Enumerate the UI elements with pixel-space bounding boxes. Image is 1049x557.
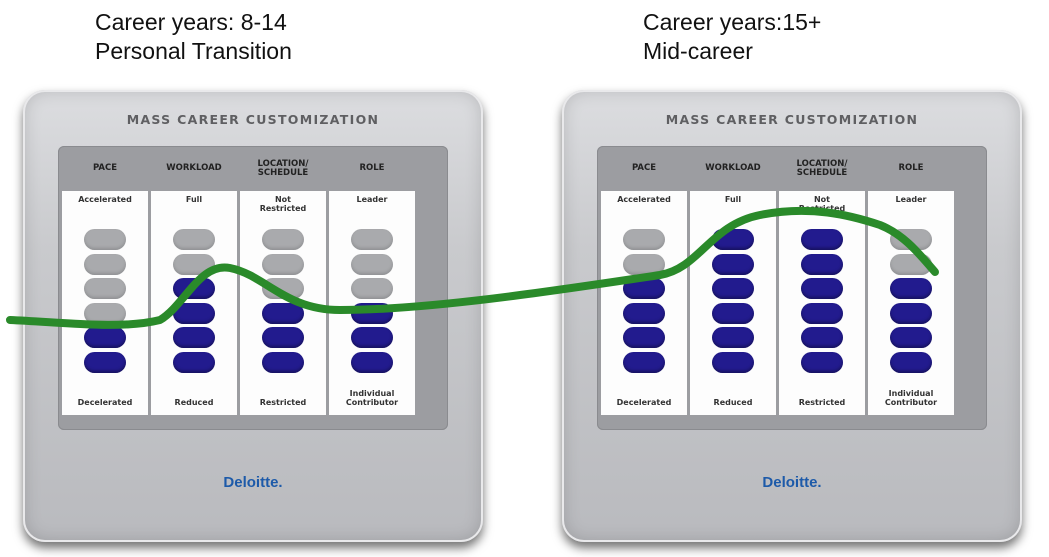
panel-title: MASS CAREER CUSTOMIZATION	[665, 112, 919, 127]
level-pill-filled	[351, 351, 393, 373]
level-pill-empty	[173, 229, 215, 250]
level-pill-empty	[890, 253, 932, 275]
column-bottom-label: Reduced	[174, 397, 214, 407]
column-header-pace: PACE	[631, 163, 657, 173]
column-bottom-label: Individual Contributor	[345, 389, 399, 407]
level-pill-empty	[262, 278, 304, 299]
column-role: Leader Individual Contributor	[329, 191, 415, 415]
level-pill-filled	[712, 327, 754, 348]
column-bottom-label: Restricted	[798, 397, 846, 407]
column-header-role: ROLE	[898, 163, 924, 173]
level-pill-empty	[84, 302, 126, 324]
panel-grid: PACE WORKLOAD LOCATION/ SCHEDULE ROLE Ac…	[58, 146, 448, 430]
column-header-location: LOCATION/ SCHEDULE	[796, 158, 848, 178]
level-pill-filled	[623, 278, 665, 299]
level-pill-filled	[84, 351, 126, 373]
column-top-label: Not Restricted	[798, 195, 846, 213]
column-bottom-label: Reduced	[713, 397, 753, 407]
column-role: Leader Individual Contributor	[868, 191, 954, 415]
level-pill-empty	[351, 253, 393, 275]
level-pill-filled	[351, 327, 393, 348]
level-pill-empty	[890, 229, 932, 250]
level-pill-filled	[890, 278, 932, 299]
level-pill-empty	[84, 278, 126, 299]
level-pill-filled	[351, 302, 393, 324]
level-pill-filled	[890, 302, 932, 324]
level-pill-filled	[801, 327, 843, 348]
column-header-pace: PACE	[92, 163, 118, 173]
level-pill-filled	[623, 351, 665, 373]
level-pill-filled	[712, 302, 754, 324]
level-pill-filled	[623, 327, 665, 348]
header-right-line1: Career years:15+	[643, 9, 822, 35]
level-pill-filled	[801, 278, 843, 299]
column-top-label: Leader	[895, 195, 927, 204]
deloitte-logo: Deloitte.	[223, 474, 283, 491]
level-pill-filled	[890, 351, 932, 373]
level-pill-filled	[173, 327, 215, 348]
level-pill-filled	[712, 351, 754, 373]
level-pill-filled	[801, 229, 843, 250]
level-pill-empty	[84, 253, 126, 275]
header-right-line2: Mid-career	[643, 38, 753, 64]
level-pill-filled	[173, 351, 215, 373]
level-pill-filled	[173, 302, 215, 324]
column-top-label: Accelerated	[78, 195, 132, 204]
level-pill-filled	[801, 253, 843, 275]
column-header-role: ROLE	[359, 163, 385, 173]
level-pill-empty	[173, 253, 215, 275]
header-left-line1: Career years: 8-14	[95, 9, 287, 35]
level-pill-filled	[712, 253, 754, 275]
career-panel-2: MASS CAREER CUSTOMIZATION PACE WORKLOAD …	[562, 90, 1022, 542]
header-left-line2: Personal Transition	[95, 38, 292, 64]
header-left: Career years: 8-14 Personal Transition	[95, 8, 292, 66]
level-pill-filled	[801, 351, 843, 373]
level-pill-filled	[262, 302, 304, 324]
column-header-location: LOCATION/ SCHEDULE	[257, 158, 309, 178]
column-top-label: Full	[185, 195, 203, 204]
column-bottom-label: Decelerated	[77, 397, 133, 407]
column-header-workload: WORKLOAD	[705, 163, 761, 173]
column-location: Not Restricted Restricted	[240, 191, 326, 415]
level-pill-filled	[801, 302, 843, 324]
level-pill-filled	[712, 278, 754, 299]
column-top-label: Leader	[356, 195, 388, 204]
level-pill-filled	[173, 278, 215, 299]
level-pill-filled	[890, 327, 932, 348]
level-pill-empty	[623, 229, 665, 250]
header-right: Career years:15+ Mid-career	[643, 8, 821, 66]
level-pill-filled	[712, 229, 754, 250]
level-pill-empty	[623, 253, 665, 275]
level-pill-empty	[351, 229, 393, 250]
column-bottom-label: Restricted	[259, 397, 307, 407]
column-bottom-label: Decelerated	[616, 397, 672, 407]
level-pill-filled	[262, 351, 304, 373]
column-header-workload: WORKLOAD	[166, 163, 222, 173]
column-bottom-label: Individual Contributor	[884, 389, 938, 407]
level-pill-empty	[262, 229, 304, 250]
level-pill-filled	[84, 327, 126, 348]
panel-title: MASS CAREER CUSTOMIZATION	[126, 112, 380, 127]
level-pill-empty	[351, 278, 393, 299]
level-pill-filled	[623, 302, 665, 324]
column-top-label: Accelerated	[617, 195, 671, 204]
career-panel-1: MASS CAREER CUSTOMIZATION PACE WORKLOAD …	[23, 90, 483, 542]
column-pace: Accelerated Decelerated	[62, 191, 148, 415]
column-workload: Full Reduced	[690, 191, 776, 415]
column-workload: Full Reduced	[151, 191, 237, 415]
level-pill-empty	[84, 229, 126, 250]
column-location: Not Restricted Restricted	[779, 191, 865, 415]
column-top-label: Not Restricted	[259, 195, 307, 213]
column-top-label: Full	[724, 195, 742, 204]
level-pill-filled	[262, 327, 304, 348]
level-pill-empty	[262, 253, 304, 275]
column-pace: Accelerated Decelerated	[601, 191, 687, 415]
deloitte-logo: Deloitte.	[762, 474, 822, 491]
panel-grid: PACE WORKLOAD LOCATION/ SCHEDULE ROLE Ac…	[597, 146, 987, 430]
